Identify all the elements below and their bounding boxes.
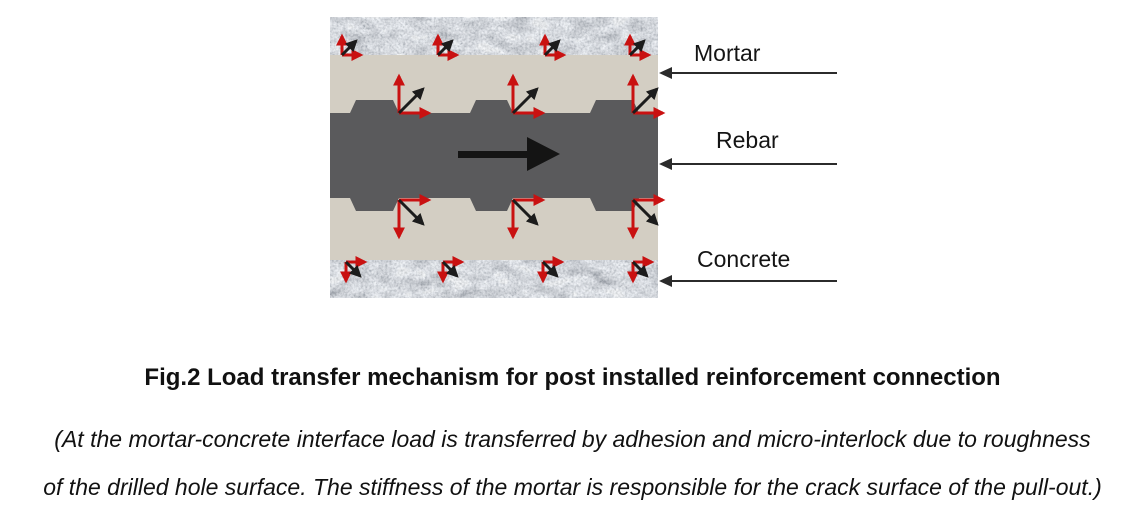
rebar-pointer-arrow — [659, 158, 837, 170]
concrete-top-layer — [330, 17, 658, 55]
stress-arrows-top-rebar-interface — [393, 73, 666, 119]
label-mortar: Mortar — [694, 40, 761, 66]
mortar-pointer-arrow — [659, 67, 837, 79]
load-transfer-diagram — [330, 10, 675, 302]
rebar-load-arrow — [458, 137, 560, 171]
concrete-pointer-arrow — [659, 275, 837, 287]
label-rebar: Rebar — [716, 127, 779, 153]
concrete-bottom-layer — [330, 260, 658, 298]
stress-arrows-bottom-rebar-interface — [393, 194, 666, 240]
stress-arrows-top-concrete-interface — [336, 33, 652, 61]
figure-description-line-1: (At the mortar-concrete interface load i… — [54, 426, 1091, 452]
figure-caption: Fig.2 Load transfer mechanism for post i… — [144, 364, 1001, 391]
figure-description-line-2: of the drilled hole surface. The stiffne… — [43, 474, 1102, 500]
stress-arrows-bottom-concrete-interface — [340, 256, 655, 284]
load-transfer-diagram-svg — [330, 17, 666, 298]
label-concrete: Concrete — [697, 246, 791, 272]
